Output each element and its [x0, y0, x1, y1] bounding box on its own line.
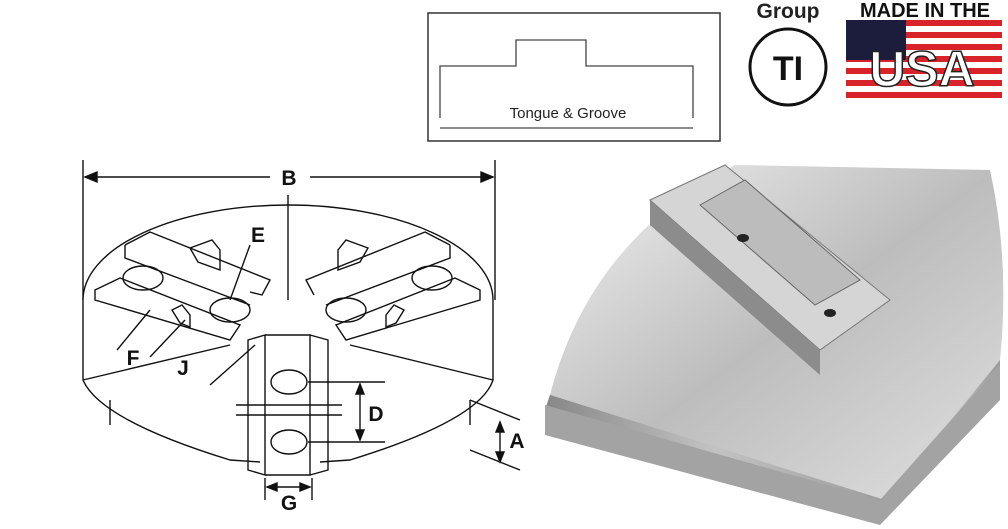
group-label: Group: [757, 0, 820, 23]
dim-label-a: A: [509, 430, 524, 453]
profile-caption: Tongue & Groove: [510, 105, 627, 122]
flag-icon: [846, 20, 1002, 98]
dim-label-b: B: [281, 167, 296, 190]
made-in-text: MADE IN THE: [860, 0, 990, 22]
pie-jaw-photo: [545, 164, 1004, 525]
dim-label-f: F: [127, 347, 140, 370]
chuck-diagram: [82, 160, 521, 500]
tongue-groove-profile: Tongue & Groove: [427, 12, 721, 142]
group-code: TI: [773, 50, 803, 88]
made-in-usa-badge: MADE IN THE USA: [846, 0, 1002, 98]
dim-label-e: E: [251, 224, 265, 247]
dim-label-g: G: [281, 492, 297, 515]
usa-text: USA: [869, 41, 975, 97]
dim-label-d: D: [368, 403, 383, 426]
dim-label-j: J: [177, 357, 189, 380]
group-badge: Group TI: [748, 0, 828, 107]
